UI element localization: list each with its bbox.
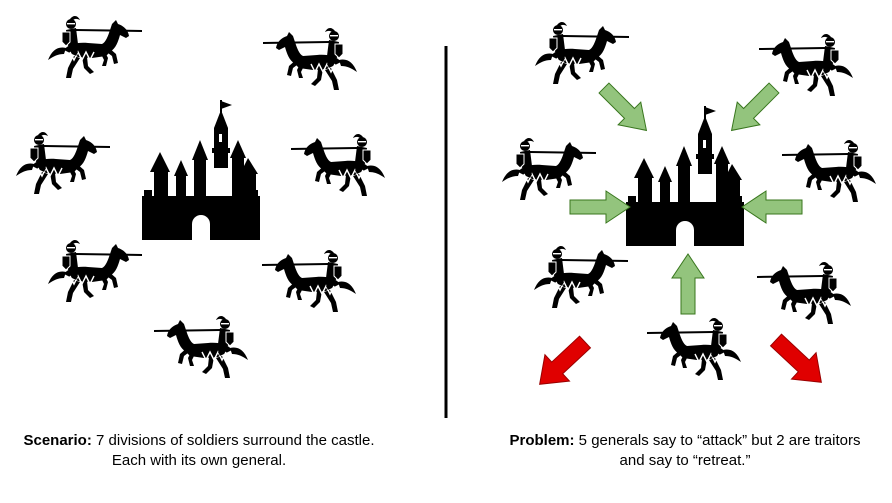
- knight-icon: [261, 249, 357, 313]
- attack-arrow-icon: [741, 190, 803, 224]
- knight-icon: [534, 21, 630, 85]
- retreat-arrow-icon: [763, 326, 835, 396]
- scenario-caption: Scenario: 7 divisions of soldiers surrou…: [9, 431, 389, 471]
- knight-icon: [47, 15, 143, 79]
- attack-arrow-icon: [671, 253, 705, 315]
- attack-arrow-icon: [592, 76, 659, 143]
- knight-icon: [290, 133, 386, 197]
- problem-caption: Problem: 5 generals say to “attack” but …: [495, 431, 875, 471]
- problem-label: Problem:: [509, 432, 575, 449]
- knight-icon: [501, 137, 597, 201]
- right-panel: [501, 21, 877, 398]
- attack-arrow-icon: [719, 76, 786, 143]
- left-panel: [15, 15, 386, 379]
- scenario-label: Scenario:: [23, 432, 92, 449]
- knight-icon: [646, 317, 742, 381]
- scenario-text: 7 divisions of soldiers surround the cas…: [91, 432, 375, 469]
- knight-icon: [15, 131, 111, 195]
- knight-icon: [533, 245, 629, 309]
- retreat-arrow-icon: [526, 328, 598, 398]
- attack-arrow-icon: [569, 190, 631, 224]
- knight-icon: [756, 261, 852, 325]
- knight-icon: [262, 27, 358, 91]
- knight-icon: [47, 239, 143, 303]
- knight-icon: [781, 139, 877, 203]
- knight-icon: [153, 315, 249, 379]
- problem-text: 5 generals say to “attack” but 2 are tra…: [574, 432, 861, 469]
- castle-icon: [141, 99, 261, 241]
